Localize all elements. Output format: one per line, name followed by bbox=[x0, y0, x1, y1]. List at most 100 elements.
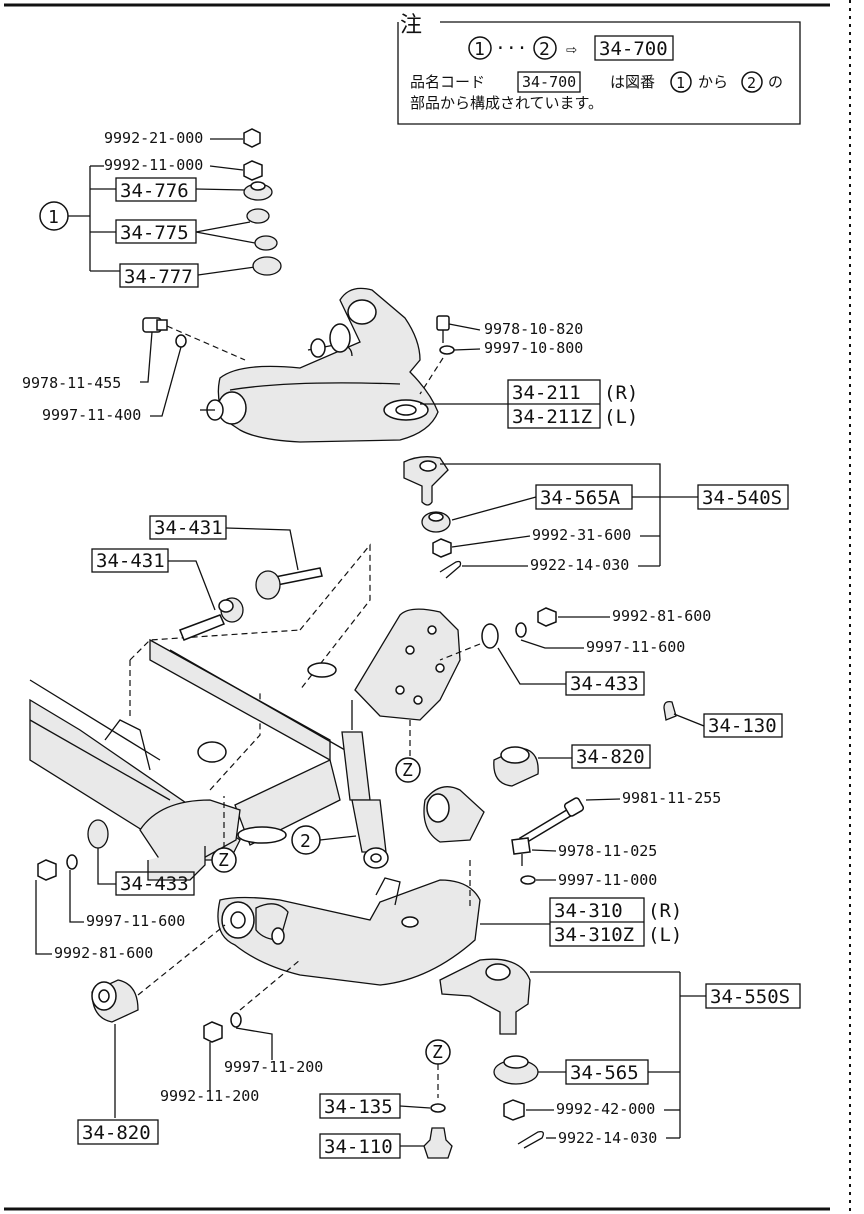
label-34-130: 34-130 bbox=[708, 715, 777, 737]
note-circle-2b bbox=[741, 71, 763, 93]
callout-1-label: 1 bbox=[48, 207, 59, 228]
lower-control-arm bbox=[217, 879, 481, 986]
washer-icon-6 bbox=[520, 875, 536, 885]
cam-plate-icon bbox=[87, 819, 109, 849]
label-34-211: 34-211 bbox=[512, 382, 581, 404]
label-9997-11-600-r: 9997-11-600 bbox=[586, 638, 685, 656]
label-9992-81-600-r: 9992-81-600 bbox=[612, 607, 711, 625]
label-34-565: 34-565 bbox=[570, 1062, 639, 1084]
note-title: 注 bbox=[400, 13, 422, 38]
note-line1-num1: 1 bbox=[676, 74, 685, 92]
note-circle-1 bbox=[468, 36, 492, 60]
label-9922-14-030-bottom: 9922-14-030 bbox=[558, 1129, 657, 1147]
label-9992-31-600: 9992-31-600 bbox=[532, 526, 631, 544]
note-circle-1b bbox=[670, 71, 692, 93]
label-9992-21-000: 9992-21-000 bbox=[104, 129, 203, 147]
label-9997-11-000: 9997-11-000 bbox=[558, 871, 657, 889]
label-9992-81-600-l: 9992-81-600 bbox=[54, 944, 153, 962]
bolt-long-2 bbox=[179, 614, 226, 641]
label-lower-side-r: (R) bbox=[648, 900, 682, 922]
upper-arm-assembly: 9978-11-455 9997-11-400 9978-10-820 9997… bbox=[22, 287, 638, 443]
note-range-sep: ··· bbox=[495, 38, 528, 59]
note-box: 注 1 ··· 2 ⇨ 34-700 品名コード 34-700 は図番 1 から… bbox=[397, 13, 801, 125]
z-callout-1: Z bbox=[402, 760, 413, 781]
note-line1-num2: 2 bbox=[747, 74, 756, 92]
label-34-550s: 34-550S bbox=[710, 986, 790, 1008]
bushing-icon-2 bbox=[252, 256, 282, 276]
nut-icon-2 bbox=[243, 160, 263, 181]
note-range-code-box bbox=[594, 35, 674, 61]
nut-icon-7 bbox=[503, 1099, 525, 1121]
note-line1-d: の bbox=[768, 73, 783, 91]
label-side-r: (R) bbox=[604, 382, 638, 404]
label-9981-11-255: 9981-11-255 bbox=[622, 789, 721, 807]
bump-stop-icon bbox=[663, 700, 677, 721]
label-9992-11-200: 9992-11-200 bbox=[160, 1087, 259, 1105]
nut-icon bbox=[243, 128, 261, 148]
nut-icon-6 bbox=[203, 1021, 223, 1043]
label-9997-11-400: 9997-11-400 bbox=[42, 406, 141, 424]
note-line1-code-box bbox=[517, 71, 581, 93]
group-1: 9992-21-000 1 9992-11-000 34-776 34-775 … bbox=[39, 128, 282, 288]
clip-icon bbox=[430, 1103, 446, 1113]
label-34-820-l: 34-820 bbox=[82, 1122, 151, 1144]
label-34-433-l: 34-433 bbox=[120, 873, 189, 895]
note-line1-c: から bbox=[698, 73, 728, 91]
label-9997-10-800: 9997-10-800 bbox=[484, 339, 583, 357]
nut-icon-3 bbox=[432, 538, 452, 558]
lower-arm-assembly: 9978-11-025 9997-11-000 34-310 34-310Z (… bbox=[35, 786, 682, 1145]
washer-icon-4 bbox=[439, 345, 455, 355]
lower-ball-joint bbox=[439, 958, 531, 1035]
label-9978-11-455: 9978-11-455 bbox=[22, 374, 121, 392]
label-34-431: 34-431 bbox=[96, 550, 165, 572]
label-34-310z: 34-310Z bbox=[554, 924, 634, 946]
washer-icon bbox=[246, 208, 270, 224]
upper-control-arm bbox=[217, 287, 439, 443]
label-9922-14-030-top: 9922-14-030 bbox=[530, 556, 629, 574]
label-34-777: 34-777 bbox=[124, 266, 193, 288]
label-9978-10-820: 9978-10-820 bbox=[484, 320, 583, 338]
label-34-433-r: 34-433 bbox=[570, 673, 639, 695]
bolt-icon-2 bbox=[436, 315, 450, 331]
z-callout-2: Z bbox=[218, 850, 229, 871]
upper-ball-joint bbox=[403, 456, 449, 506]
label-9997-11-600-l: 9997-11-600 bbox=[86, 912, 185, 930]
nut-icon-5 bbox=[37, 859, 57, 881]
note-range-code: 34-700 bbox=[599, 38, 668, 60]
label-34-775: 34-775 bbox=[120, 222, 189, 244]
washer-icon-2 bbox=[254, 235, 278, 251]
note-line1-code: 34-700 bbox=[522, 73, 576, 91]
label-34-540s: 34-540S bbox=[702, 487, 782, 509]
note-range-to: 2 bbox=[539, 39, 550, 60]
label-34-110: 34-110 bbox=[324, 1136, 393, 1158]
label-34-776: 34-776 bbox=[120, 180, 189, 202]
label-lower-side-l: (L) bbox=[648, 924, 682, 946]
washer-icon-8 bbox=[230, 1012, 242, 1028]
label-9978-11-025: 9978-11-025 bbox=[558, 842, 657, 860]
callout-2-label: 2 bbox=[300, 831, 311, 852]
note-line1-a: 品名コード bbox=[410, 73, 485, 91]
z-callout-3: Z bbox=[432, 1042, 443, 1063]
note-circle-2 bbox=[533, 36, 557, 60]
bolt-9978-11-025 bbox=[511, 837, 531, 855]
label-9992-11-000: 9992-11-000 bbox=[104, 156, 203, 174]
nut-icon-4 bbox=[537, 607, 557, 627]
note-line1-b: は図番 bbox=[610, 73, 655, 91]
cam-washer bbox=[255, 570, 281, 600]
label-34-135: 34-135 bbox=[324, 1096, 393, 1118]
crossmember bbox=[149, 638, 331, 762]
label-34-310: 34-310 bbox=[554, 900, 623, 922]
lower-ball-joint-group: 34-550S 34-565 9992-42-000 9922-14-030 Z… bbox=[319, 958, 801, 1159]
label-34-211z: 34-211Z bbox=[512, 406, 592, 428]
washer-icon-7 bbox=[66, 854, 78, 870]
note-arrow: ⇨ bbox=[566, 39, 577, 60]
shock-absorber bbox=[341, 731, 371, 801]
label-9992-42-000: 9992-42-000 bbox=[556, 1100, 655, 1118]
label-side-l: (L) bbox=[604, 406, 638, 428]
washer-icon-5 bbox=[515, 622, 527, 638]
label-34-820-r: 34-820 bbox=[576, 746, 645, 768]
washer-icon-3 bbox=[175, 334, 187, 348]
label-9997-11-200: 9997-11-200 bbox=[224, 1058, 323, 1076]
tower-plate bbox=[354, 608, 461, 721]
